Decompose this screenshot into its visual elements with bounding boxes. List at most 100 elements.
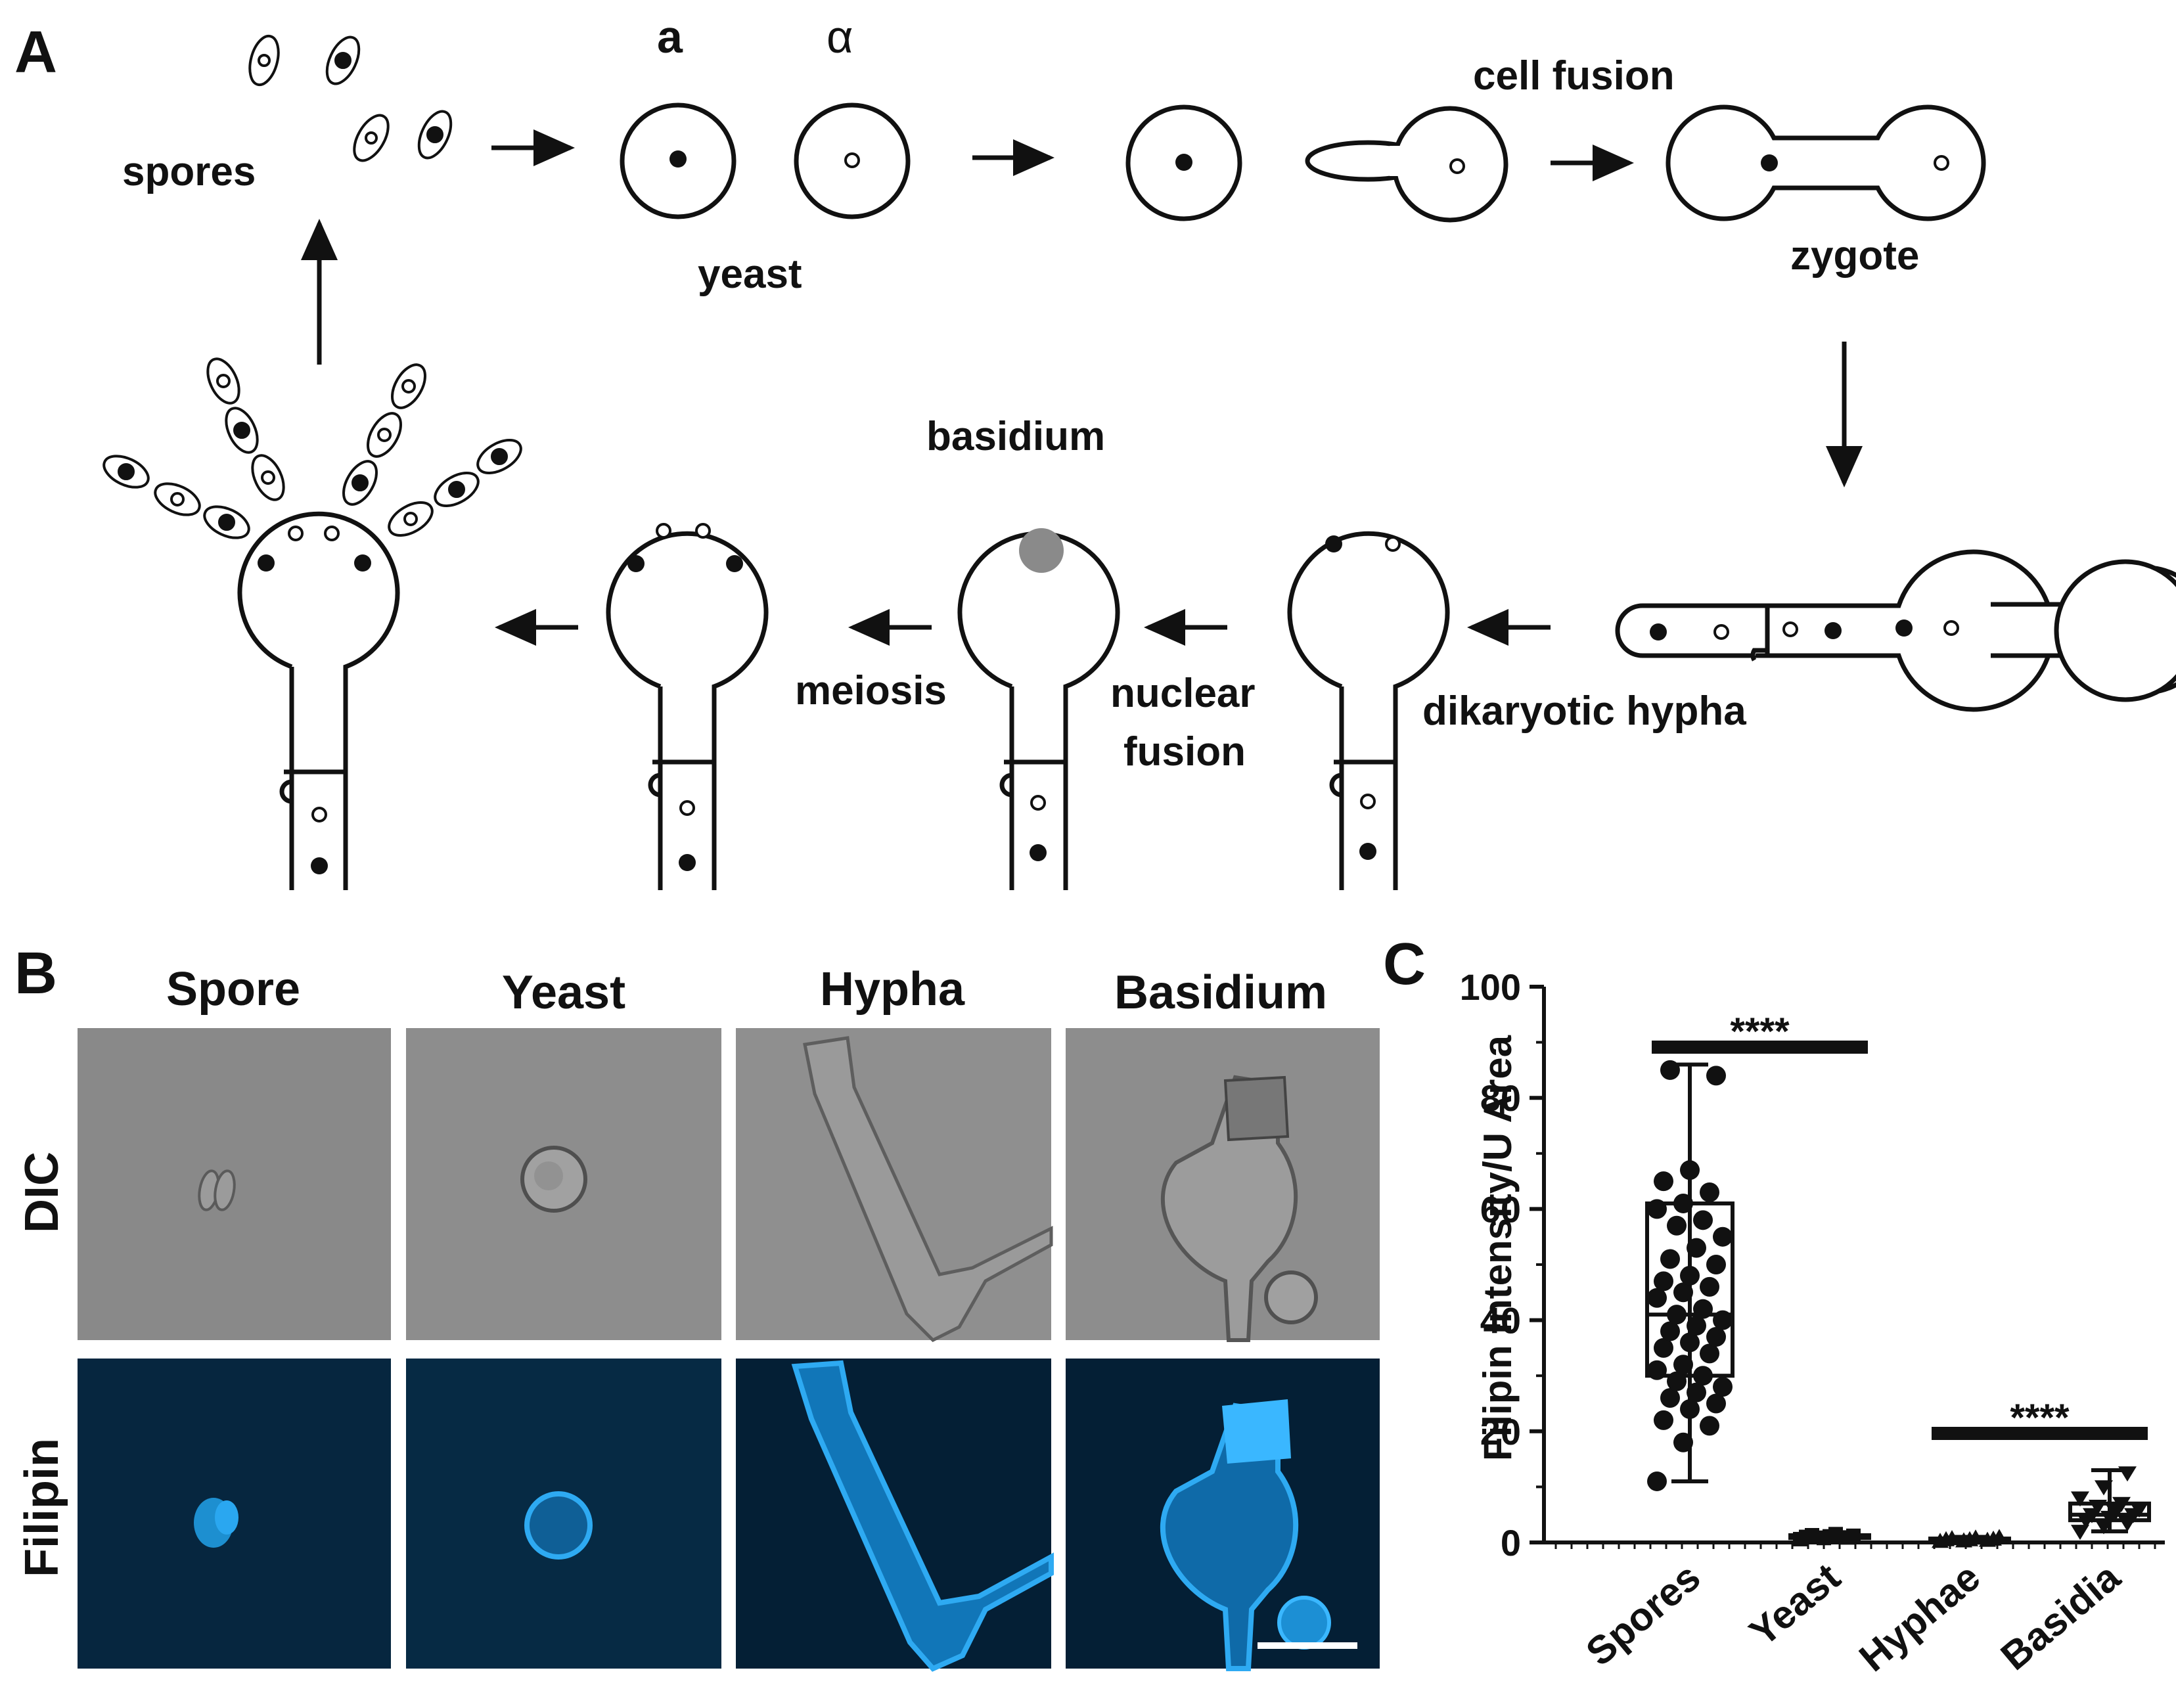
significance-label: **** [1730, 1010, 1790, 1053]
data-point [1667, 1215, 1687, 1236]
y-tick-label: 100 [1460, 966, 1521, 1008]
data-point [1680, 1265, 1700, 1286]
x-tick-label: Basidia [1993, 1554, 2129, 1678]
data-point [1713, 1226, 1733, 1247]
y-tick-label: 20 [1480, 1411, 1521, 1452]
spores-cluster [248, 34, 453, 162]
data-point [1967, 1529, 1984, 1545]
data-point [1660, 1249, 1680, 1269]
data-point [1846, 1528, 1861, 1543]
data-point [1654, 1410, 1673, 1430]
panel-b: B Spore Yeast Hypha Basidium DIC Filipin [14, 941, 1380, 1672]
filipin-image-spore [78, 1359, 391, 1669]
zygote-label: zygote [1790, 233, 1919, 279]
yeast-a-cell [620, 102, 737, 219]
dic-image-yeast [406, 1028, 721, 1340]
x-tick-label: Yeast [1741, 1555, 1848, 1655]
basidium-dikaryon-nuclei [1325, 535, 1401, 860]
row-label-dic: DIC [16, 1152, 68, 1233]
data-point [1706, 1255, 1726, 1274]
data-point [2095, 1480, 2113, 1496]
filipin-image-yeast [406, 1359, 721, 1669]
filipin-image-basidium [1066, 1359, 1380, 1671]
data-point [1660, 1388, 1680, 1408]
panel-a: A spores a α yeast [14, 11, 2176, 890]
data-point [1647, 1360, 1667, 1380]
yeast-alpha-cell [794, 102, 911, 219]
data-point [1660, 1060, 1680, 1080]
data-point [2071, 1491, 2089, 1507]
data-point [1693, 1210, 1713, 1230]
x-tick-label: Hyphae [1851, 1555, 1988, 1680]
y-tick-label: 60 [1480, 1188, 1521, 1230]
meiosis-label: meiosis [795, 668, 947, 713]
fusion-label: fusion [1123, 729, 1246, 775]
basidium-sporulating-nuclei [258, 526, 371, 874]
data-point [1680, 1399, 1700, 1419]
data-point [2112, 1496, 2131, 1512]
data-point [1654, 1271, 1673, 1292]
mating-type-alpha-label: α [827, 11, 853, 62]
cell-fusion-label: cell fusion [1473, 53, 1675, 99]
basidium-diploid [957, 531, 1120, 890]
data-point [1647, 1471, 1667, 1491]
x-tick-label: Spores [1577, 1555, 1708, 1674]
data-point [1673, 1355, 1693, 1375]
data-point [2130, 1502, 2148, 1518]
data-point [1991, 1529, 2008, 1544]
data-point [1706, 1393, 1726, 1414]
data-point [1680, 1160, 1700, 1180]
column-label-hypha: Hypha [820, 963, 965, 1016]
data-point [1693, 1299, 1713, 1319]
panel-a-letter: A [14, 20, 57, 85]
yeast-label: yeast [698, 252, 802, 297]
spores-label: spores [122, 149, 256, 194]
y-tick-label: 40 [1480, 1300, 1521, 1341]
data-point [1713, 1310, 1733, 1330]
data-point [1713, 1377, 1733, 1397]
data-point [1687, 1316, 1706, 1336]
data-point [1943, 1530, 1961, 1546]
significance-bar [1652, 1041, 1868, 1054]
data-point [1673, 1193, 1693, 1213]
data-point [2089, 1500, 2107, 1516]
column-label-yeast: Yeast [502, 966, 625, 1019]
panel-c: C Filipin Intensity/U Area 020406080100S… [1383, 932, 2165, 1680]
data-point [1700, 1343, 1719, 1364]
y-tick-label: 0 [1501, 1522, 1521, 1563]
data-point [2118, 1466, 2137, 1482]
data-point [1687, 1382, 1706, 1403]
basidium-sporulating [237, 511, 400, 890]
mating-type-a-label: a [657, 11, 683, 62]
filipin-image-hypha [736, 1359, 1054, 1672]
scale-bar [1258, 1642, 1357, 1649]
dic-image-spore [78, 1028, 391, 1340]
dikaryotic-hypha-label: dikaryotic hypha [1422, 688, 1746, 734]
column-label-spore: Spore [166, 963, 300, 1016]
data-point [1700, 1182, 1719, 1203]
dic-image-basidium [1066, 1028, 1380, 1342]
y-tick-label: 80 [1480, 1077, 1521, 1119]
data-point [1654, 1337, 1673, 1358]
data-point [1647, 1288, 1667, 1308]
zygote-cell [1666, 104, 1986, 221]
data-point [1805, 1528, 1819, 1543]
basidium-meiosis [606, 531, 769, 890]
mating-pair [1125, 104, 1508, 223]
data-point [2071, 1525, 2089, 1540]
data-point [1667, 1371, 1687, 1391]
data-point [1700, 1416, 1719, 1436]
data-point [1706, 1066, 1726, 1086]
data-point [1673, 1282, 1693, 1303]
dikaryotic-nuclei [1650, 619, 1959, 640]
data-point [1660, 1321, 1680, 1341]
data-point [1706, 1326, 1726, 1347]
basidium-dikaryon [1287, 531, 1450, 890]
significance-bar [1932, 1427, 2148, 1440]
panel-b-letter: B [14, 941, 57, 1006]
data-point [1647, 1199, 1667, 1219]
basidium-label: basidium [926, 414, 1105, 459]
data-point [1667, 1305, 1687, 1325]
